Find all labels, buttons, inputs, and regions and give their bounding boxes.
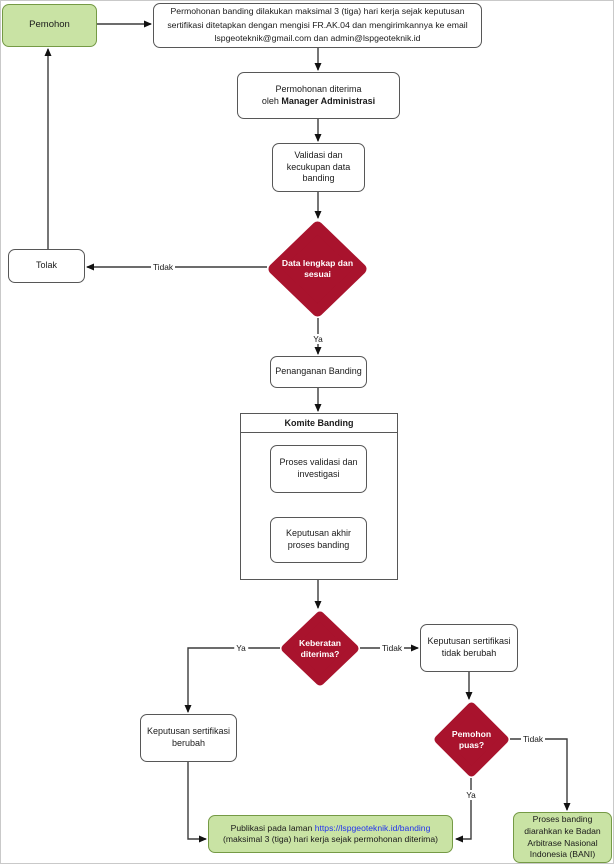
node-diterima-line2-bold: Manager Administrasi [281, 95, 376, 106]
edge-label-ya-puas: Ya [464, 790, 478, 800]
node-sertifikasi-tidak-berubah-label: Keputusan sertifikasi tidak berubah [427, 636, 511, 658]
node-tolak-label: Tolak [35, 260, 57, 271]
decision-keberatan: Keberatan diterima? [280, 610, 360, 687]
edge-label-tidak-keberatan: Tidak [380, 643, 404, 653]
edge-decision3-bani [510, 738, 571, 811]
edge-label-ya-keberatan: Ya [234, 643, 248, 653]
edge-label-tidak-data: Tidak [151, 262, 175, 272]
decision-pemohon-puas-label: Pemohon puas? [451, 728, 492, 750]
node-sertifikasi-tidak-berubah: Keputusan sertifikasi tidak berubah [420, 624, 518, 672]
node-validasi: Validasi dan kecukupan data banding [272, 143, 365, 192]
diamond-shape [434, 702, 509, 777]
node-proses-validasi: Proses validasi dan investigasi [270, 445, 367, 493]
container-komite-header: Komite Banding [241, 414, 397, 433]
edge-label-ya-data: Ya [311, 334, 325, 344]
node-publikasi-line2: (maksimal 3 (tiga) hari kerja sejak perm… [223, 834, 438, 844]
node-info: Permohonan banding dilakukan maksimal 3 … [153, 3, 482, 48]
node-diterima-line2-prefix: oleh [261, 95, 282, 106]
node-validasi-label: Validasi dan kecukupan data banding [286, 149, 351, 184]
node-proses-validasi-label: Proses validasi dan investigasi [279, 457, 358, 479]
decision-data-lengkap-label: Data lengkap dan sesuai [281, 258, 354, 279]
node-info-text: Permohonan banding dilakukan maksimal 3 … [167, 6, 468, 44]
diamond-shape [268, 221, 367, 317]
node-publikasi: Publikasi pada laman https://lspgeotekni… [208, 815, 453, 853]
edge-label-tidak-puas: Tidak [521, 734, 545, 744]
node-bani: Proses banding diarahkan ke Badan Arbitr… [513, 812, 612, 863]
node-keputusan-akhir: Keputusan akhir proses banding [270, 517, 367, 563]
decision-keberatan-label: Keberatan diterima? [298, 637, 342, 659]
node-penanganan: Penanganan Banding [270, 356, 367, 388]
container-komite-title: Komite Banding [284, 418, 354, 428]
node-penanganan-label: Penanganan Banding [275, 366, 362, 377]
node-diterima-line1: Permohonan diterima [275, 83, 362, 94]
diamond-shape [281, 611, 359, 686]
node-pemohon: Pemohon [2, 4, 97, 47]
node-permohonan-diterima: Permohonan diterima oleh Manager Adminis… [237, 72, 400, 119]
node-publikasi-line1: Publikasi pada laman https://lspgeotekni… [231, 823, 431, 834]
edge-decision3-publikasi [455, 778, 472, 843]
edge-decision2-berubah [184, 647, 280, 713]
node-publikasi-prefix: Publikasi pada laman [230, 822, 315, 833]
node-bani-label: Proses banding diarahkan ke Badan Arbitr… [524, 814, 601, 860]
node-sertifikasi-berubah-label: Keputusan sertifikasi berubah [146, 726, 231, 748]
node-keputusan-akhir-label: Keputusan akhir proses banding [285, 528, 352, 550]
node-sertifikasi-berubah: Keputusan sertifikasi berubah [140, 714, 237, 762]
decision-pemohon-puas: Pemohon puas? [433, 701, 510, 778]
edge-berubah-publikasi [187, 762, 207, 843]
node-pemohon-label: Pemohon [29, 19, 70, 31]
node-tolak: Tolak [8, 249, 85, 283]
decision-data-lengkap: Data lengkap dan sesuai [267, 220, 368, 318]
node-diterima-line2: oleh Manager Administrasi [262, 96, 375, 108]
publikasi-link[interactable]: https://lspgeoteknik.id/banding [314, 822, 431, 833]
